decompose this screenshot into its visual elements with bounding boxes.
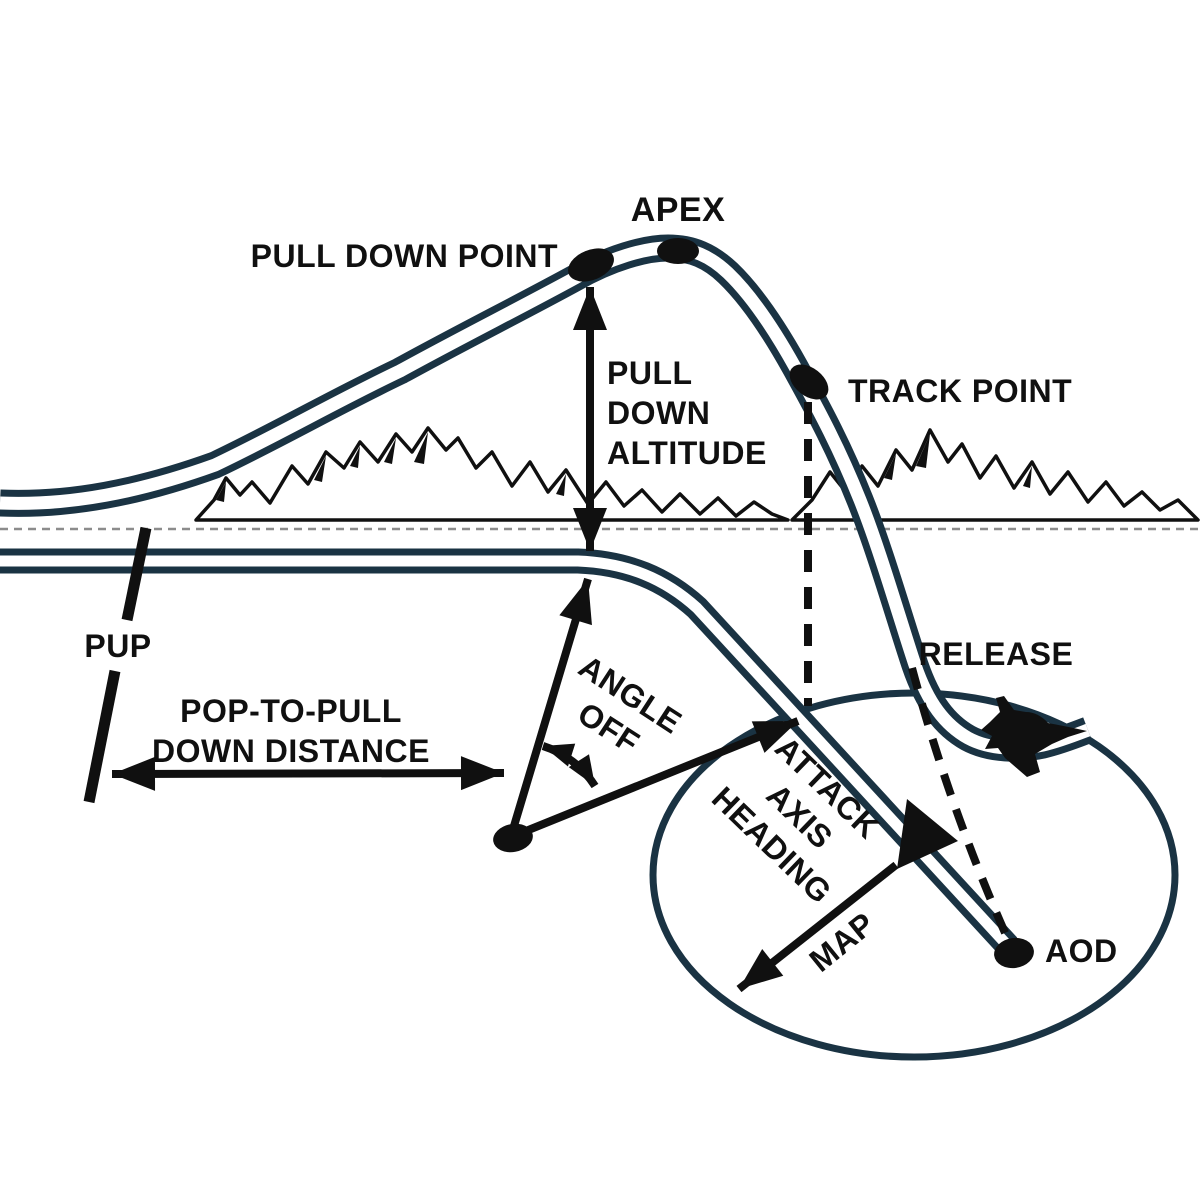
mountain-range-icon — [194, 426, 1200, 522]
pull-down-point-dot — [568, 248, 614, 282]
map-arrow — [736, 799, 958, 993]
apex-dot — [657, 238, 699, 264]
pup-label: PUP — [84, 628, 151, 664]
svg-text:POP-TO-PULL: POP-TO-PULL — [180, 693, 402, 729]
waypoint-dots — [493, 238, 1034, 969]
angle-off-label: ANGLE OFF — [571, 648, 688, 761]
mountain-shading — [216, 432, 1032, 502]
pop-to-pull-distance-arrow — [111, 756, 505, 791]
svg-text:ALTITUDE: ALTITUDE — [607, 435, 767, 471]
pop-up-point-dot — [493, 823, 533, 853]
release-to-aod-dash-line — [908, 666, 1014, 946]
map-label: MAP — [802, 905, 881, 979]
apex-label: APEX — [631, 191, 726, 229]
pop-to-pull-distance-label: POP-TO-PULL DOWN DISTANCE — [152, 693, 430, 769]
mountain-right-cluster — [790, 428, 1200, 522]
fighter-jet-icon — [981, 696, 1087, 777]
mountain-left-cluster — [194, 426, 790, 522]
attack-axis-arrow — [519, 717, 800, 837]
svg-text:PULL: PULL — [607, 355, 693, 391]
pop-point-to-pulldown-arrow — [510, 577, 592, 828]
aod-dot — [994, 937, 1034, 969]
pull-down-altitude-label: PULL DOWN ALTITUDE — [607, 355, 767, 471]
track-point-dot — [789, 364, 829, 400]
aod-label: AOD — [1045, 933, 1118, 969]
pup-tick-mark — [83, 526, 152, 804]
svg-text:MAP: MAP — [802, 905, 881, 979]
track-point-label: TRACK POINT — [848, 373, 1072, 409]
popup-flightpath — [0, 234, 1093, 762]
angle-off-arc — [541, 742, 599, 789]
ground-track-path — [0, 548, 1018, 955]
svg-text:DOWN: DOWN — [607, 395, 710, 431]
release-label: RELEASE — [919, 636, 1074, 672]
svg-text:DOWN DISTANCE: DOWN DISTANCE — [152, 733, 430, 769]
map-arrow-big-head — [897, 799, 958, 869]
pull-down-point-label: PULL DOWN POINT — [251, 238, 558, 274]
